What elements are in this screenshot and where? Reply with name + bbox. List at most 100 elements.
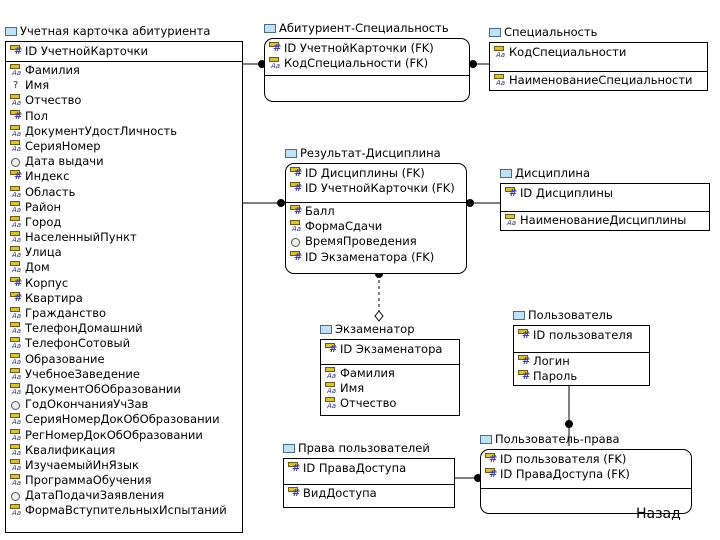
key-attribute-row[interactable]: #ID ПраваДоступа: [284, 461, 454, 476]
key-attribute-row[interactable]: #ID ПраваДоступа (FK): [481, 467, 691, 482]
text-attribute-icon: Aa: [10, 185, 24, 199]
entity-title: Пользователь: [513, 308, 613, 322]
key-attribute-row[interactable]: #ID УчетнойКарточки (FK): [265, 41, 469, 56]
entity-title: Пользователь-права: [480, 432, 620, 446]
attribute-label: ID пользователя: [533, 328, 633, 342]
entity-box: #ID пользователя (FK)#ID ПраваДоступа (F…: [480, 449, 692, 514]
entity-title: Результат-Дисциплина: [285, 146, 441, 160]
attribute-row[interactable]: #Пароль: [514, 369, 649, 384]
attribute-row[interactable]: ГодОкончанияУчЗав: [6, 397, 242, 412]
attribute-label: ТелефонДомашний: [25, 321, 143, 336]
key-separator: [321, 364, 459, 365]
entity-title-text: Экзаменатор: [335, 322, 415, 336]
entity-applicant-specialty[interactable]: Абитуриент-Специальность #ID УчетнойКарто…: [264, 21, 470, 102]
attribute-row[interactable]: #ВидДоступа: [284, 486, 454, 501]
key-attribute-icon: #: [518, 370, 532, 383]
entity-result-discipline[interactable]: Результат-Дисциплина#ID Дисциплины (FK)#…: [285, 146, 467, 274]
key-attribute-row[interactable]: #ID Экзаменатора: [321, 342, 459, 357]
attribute-row[interactable]: #Пол: [6, 109, 242, 124]
attribute-label: ID ПраваДоступа (FK): [500, 467, 630, 482]
key-attribute-row[interactable]: #ID УчетнойКарточки: [6, 44, 242, 59]
back-link[interactable]: Назад: [636, 506, 681, 522]
attribute-row[interactable]: ВремяПроведения: [286, 234, 466, 249]
attribute-label: ДатаПодачиЗаявления: [25, 488, 165, 503]
attribute-label: ID Экзаменатора: [340, 342, 443, 356]
entity-user[interactable]: Пользователь#ID пользователя#Логин#Парол…: [513, 308, 650, 386]
attribute-label: Пол: [25, 108, 49, 123]
entity-user-rights[interactable]: Права пользователей#ID ПраваДоступа#ВидД…: [283, 441, 455, 508]
attribute-label: ID Дисциплины: [520, 186, 613, 200]
entity-user-right[interactable]: Пользователь-права #ID пользователя (FK)#…: [480, 432, 692, 514]
text-attribute-icon: Aa: [10, 337, 24, 350]
attribute-label: СерияНомерДокОбОбразовании: [25, 412, 220, 427]
attribute-row[interactable]: ?Имя: [6, 78, 242, 93]
text-attribute-icon: Aa: [325, 367, 339, 380]
key-attribute-row[interactable]: #ID УчетнойКарточки (FK): [286, 181, 466, 196]
attribute-row[interactable]: Дата выдачи: [6, 154, 242, 169]
key-attribute-icon: #: [269, 42, 283, 55]
attribute-label: Квартира: [25, 290, 83, 305]
key-separator: [286, 202, 466, 203]
attribute-label: Фамилия: [340, 366, 395, 380]
key-section: #ID Экзаменатора: [321, 340, 459, 357]
entity-title: Абитуриент-Специальность: [264, 21, 449, 35]
attribute-row[interactable]: #Индекс: [6, 169, 242, 184]
attribute-label: Образование: [25, 351, 105, 366]
key-separator: [6, 61, 242, 62]
entity-box: #ID пользователя#Логин#Пароль: [513, 325, 650, 386]
attribute-row[interactable]: #Балл: [286, 204, 466, 219]
attribute-row[interactable]: #ID Экзаменатора (FK): [286, 250, 466, 265]
key-attribute-row[interactable]: #ID Дисциплины: [501, 186, 709, 201]
entity-title-text: Пользователь: [528, 308, 613, 322]
key-attribute-row[interactable]: #ID Дисциплины (FK): [286, 166, 466, 181]
key-attribute-row[interactable]: #ID пользователя: [514, 328, 649, 343]
key-attribute-row[interactable]: #ID пользователя (FK): [481, 452, 691, 467]
relationship-dot-result-discipline: [466, 199, 474, 207]
entity-applicant-card[interactable]: Учетная карточка абитуриента#ID УчетнойК…: [5, 24, 243, 533]
attribute-row[interactable]: #Логин: [514, 354, 649, 369]
attribute-row[interactable]: #Квартира: [6, 291, 242, 306]
attribute-label: Имя: [25, 78, 50, 93]
text-attribute-icon: Aa: [10, 64, 24, 77]
text-attribute-icon: Aa: [10, 352, 24, 366]
text-attribute-icon: Aa: [10, 382, 24, 396]
attribute-label: ДокументОбОбразовании: [25, 381, 181, 396]
attribute-row[interactable]: ДатаПодачиЗаявления: [6, 488, 242, 503]
attribute-row[interactable]: #Корпус: [6, 276, 242, 291]
